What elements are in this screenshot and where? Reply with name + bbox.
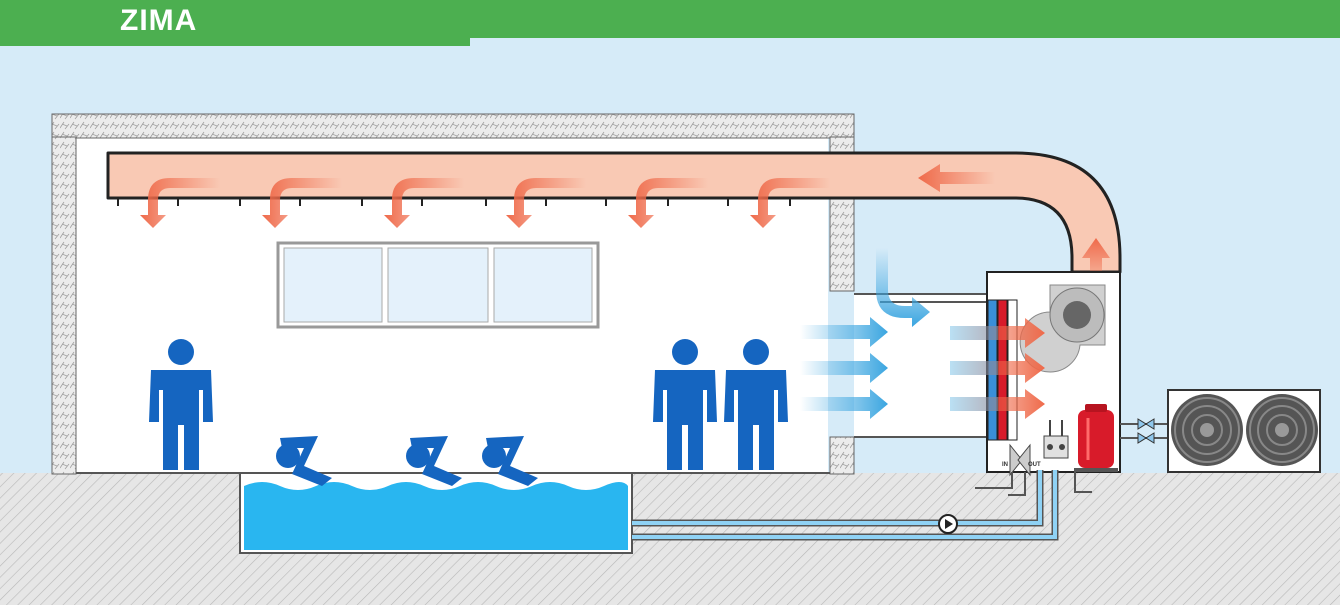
service-valves (1137, 418, 1155, 444)
header-underline (0, 38, 470, 46)
swimming-pool (239, 472, 633, 554)
window (276, 241, 600, 329)
compressor-icon (1074, 404, 1118, 472)
duct-flow-arrow (918, 164, 995, 192)
page-title: ZIMA (120, 4, 198, 37)
inlet-label: IN (1002, 462, 1008, 468)
header-bar (0, 0, 1340, 38)
roof-wall (51, 113, 855, 139)
fresh-air-arrow (876, 248, 930, 327)
duct-vents (117, 198, 791, 206)
right-wall-lower (829, 436, 855, 475)
riser-flow-arrow (1082, 238, 1110, 290)
outdoor-condenser-unit (1167, 389, 1321, 473)
left-wall (51, 136, 77, 475)
water-valves (1009, 443, 1031, 477)
condenser-fan-icon (1246, 394, 1318, 466)
fan-icon (1019, 284, 1106, 373)
supply-air-arrows (950, 318, 1045, 419)
pool-water-pipes (632, 470, 1059, 541)
outlet-label: OUT (1028, 462, 1041, 468)
circulation-pump-icon (938, 514, 958, 534)
warm-air-duct (106, 151, 1122, 274)
condenser-fan-icon (1171, 394, 1243, 466)
unit-drain-pipes (975, 472, 1092, 496)
gauge-manifold (1043, 420, 1069, 459)
return-air-arrows (800, 317, 888, 419)
warm-air-arrows (140, 164, 1110, 290)
refrigerant-lines (1120, 423, 1170, 439)
